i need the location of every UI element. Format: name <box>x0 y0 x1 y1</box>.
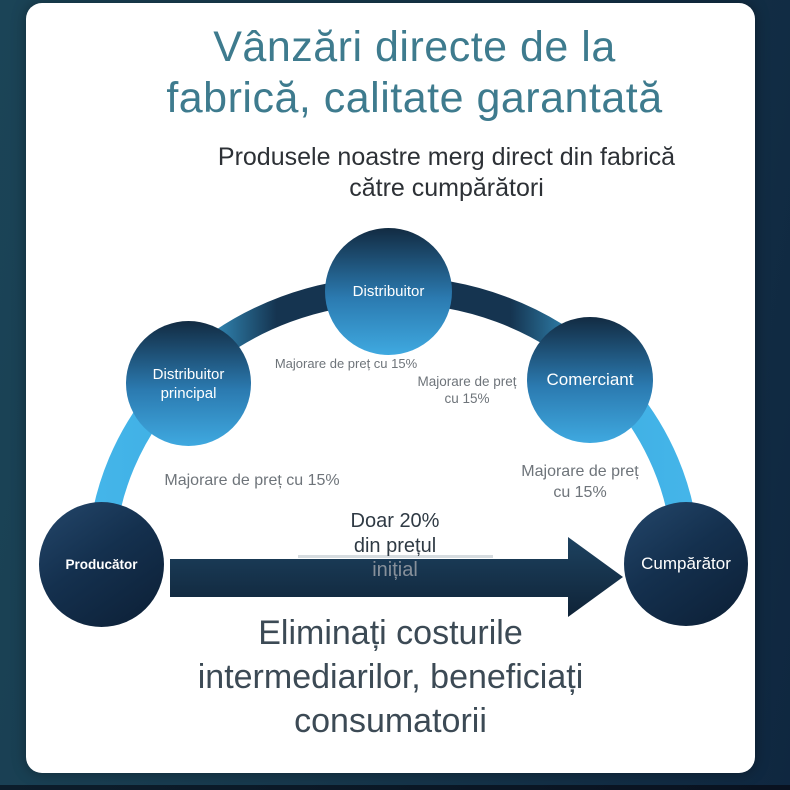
markup-label-left-upper: Majorare de preț cu 15% <box>274 356 418 371</box>
arrow-top-highlight <box>298 555 493 558</box>
bottom-frame-edge <box>0 785 790 790</box>
node-distribuitor-principal-line-2: principal <box>160 384 217 402</box>
footer-message-line-2: intermediarilor, beneficiați <box>197 658 584 696</box>
footer-message: Eliminați costurile intermediarilor, ben… <box>26 611 755 743</box>
node-distribuitor-principal: Distribuitor principal <box>126 321 251 446</box>
page-title: Vânzări directe de la fabrică, calitate … <box>50 22 779 124</box>
footer-message-line-1: Eliminați costurile <box>258 614 523 652</box>
direct-sale-arrow <box>170 537 623 617</box>
direct-arrow-label-line-3: inițial <box>372 559 418 581</box>
node-distribuitor-label: Distribuitor <box>352 283 425 300</box>
node-comerciant-label: Comerciant <box>546 370 634 389</box>
title-line-2: fabrică, calitate garantată <box>166 74 663 122</box>
page-subtitle: Produsele noastre merg direct din fabric… <box>82 142 790 204</box>
footer-message-line-3: consumatorii <box>294 702 487 740</box>
direct-arrow-label-line-2: din prețul <box>353 535 437 557</box>
node-cumparator: Cumpărător <box>624 502 748 626</box>
subtitle-line-2: către cumpărători <box>349 174 544 202</box>
node-producator-label: Producător <box>65 557 138 572</box>
markup-label-mid-upper: Majorare de preț cu 15% <box>387 373 547 407</box>
markup-label-right-lower-line-2: cu 15% <box>553 484 607 501</box>
node-distribuitor: Distribuitor <box>325 228 452 355</box>
markup-label-mid-upper-line-2: cu 15% <box>444 391 490 406</box>
node-producator: Producător <box>39 502 164 627</box>
node-cumparator-label: Cumpărător <box>641 554 731 573</box>
markup-label-right-lower-line-1: Majorare de preț <box>521 463 639 480</box>
node-distribuitor-principal-line-1: Distribuitor <box>152 365 225 383</box>
markup-label-right-lower: Majorare de preț cu 15% <box>480 461 680 503</box>
markup-label-mid-upper-line-1: Majorare de preț <box>417 374 517 389</box>
subtitle-line-1: Produsele noastre merg direct din fabric… <box>217 143 676 171</box>
direct-arrow-label: Doar 20% din prețul <box>295 509 495 559</box>
node-distribuitor-principal-label: Distribuitor principal <box>153 365 225 403</box>
title-line-1: Vânzări directe de la <box>213 23 616 71</box>
direct-arrow-label-line-1: Doar 20% <box>350 510 440 532</box>
node-comerciant: Comerciant <box>527 317 653 443</box>
markup-label-left-lower: Majorare de preț cu 15% <box>164 472 340 489</box>
